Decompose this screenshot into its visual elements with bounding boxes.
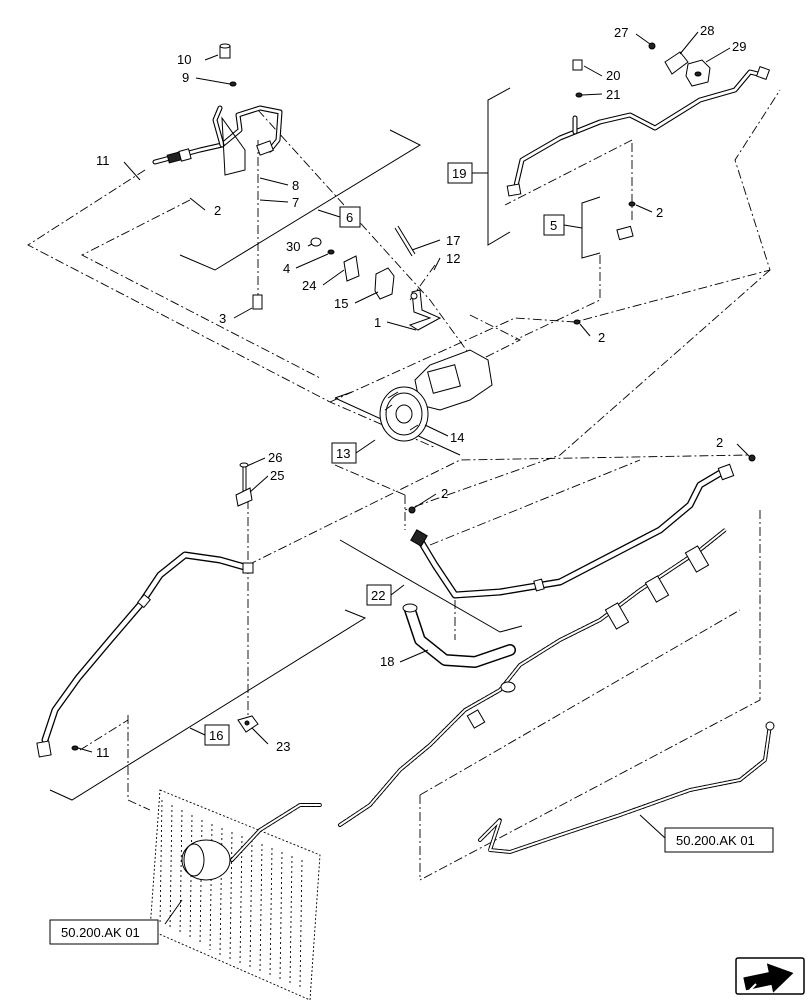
fitting-10	[219, 43, 231, 59]
callout-2: 2	[441, 486, 448, 501]
hose-18	[402, 603, 516, 668]
top-left-tube-assembly	[152, 105, 283, 176]
callout-11: 11	[96, 745, 110, 760]
callout-14: 14	[450, 430, 464, 445]
group-box-5: 5	[543, 214, 583, 236]
callout-2: 2	[716, 435, 723, 450]
callout-20: 20	[606, 68, 620, 83]
callout-12: 12	[446, 251, 460, 266]
svg-text:13: 13	[336, 446, 350, 461]
callout-1: 1	[374, 315, 381, 330]
callout-labels: 10 9 11 2 8 7 30 4 24 15 1 3 17 12 27 28…	[96, 23, 746, 760]
connection-lines	[27, 89, 781, 881]
svg-text:50.200.AK 01: 50.200.AK 01	[61, 925, 140, 940]
discharge-tube-16	[36, 551, 254, 758]
top-right-tube-assembly	[506, 42, 771, 197]
callout-17: 17	[446, 233, 460, 248]
group-box-6: 6	[317, 206, 361, 228]
callout-9: 9	[182, 70, 189, 85]
reference-box-right[interactable]: 50.200.AK 01	[664, 827, 774, 853]
callout-11: 11	[96, 153, 110, 168]
callout-18: 18	[380, 654, 394, 669]
callout-23: 23	[276, 739, 290, 754]
callout-21: 21	[606, 87, 620, 102]
svg-text:5: 5	[550, 218, 557, 233]
callout-10: 10	[177, 52, 191, 67]
callout-30: 30	[286, 239, 300, 254]
fitting-3	[252, 294, 263, 310]
callout-15: 15	[334, 296, 348, 311]
reference-hose-assembly-right	[338, 528, 775, 855]
callout-7: 7	[292, 195, 299, 210]
bracket-parts-30-4-24-15	[310, 225, 442, 331]
callout-3: 3	[219, 311, 226, 326]
oring-9	[229, 81, 237, 87]
group-boxes: 6 19 5 13 22 16	[189, 162, 583, 746]
callout-4: 4	[283, 261, 290, 276]
svg-text:22: 22	[371, 588, 385, 603]
callout-24: 24	[302, 278, 316, 293]
callout-2: 2	[598, 330, 605, 345]
group-box-22: 22	[366, 584, 405, 606]
callout-leaders	[77, 31, 751, 925]
callout-29: 29	[732, 39, 746, 54]
group-box-19: 19	[447, 162, 488, 184]
callout-26: 26	[268, 450, 282, 465]
callout-2: 2	[656, 205, 663, 220]
condenser-reference	[149, 789, 322, 1000]
callout-8: 8	[292, 178, 299, 193]
switch-5	[573, 201, 636, 325]
clamp-parts-26-25-23	[235, 462, 259, 733]
suction-hose-22	[408, 454, 756, 599]
group-box-13: 13	[331, 439, 376, 464]
svg-text:6: 6	[346, 210, 353, 225]
compressor-14	[379, 349, 493, 442]
callout-27: 27	[614, 25, 628, 40]
callout-2: 2	[214, 203, 221, 218]
callout-25: 25	[270, 468, 284, 483]
svg-text:16: 16	[209, 728, 223, 743]
svg-text:50.200.AK 01: 50.200.AK 01	[676, 833, 755, 848]
forward-arrow-icon[interactable]	[735, 957, 805, 998]
svg-text:19: 19	[452, 166, 466, 181]
callout-28: 28	[700, 23, 714, 38]
reference-box-left[interactable]: 50.200.AK 01	[49, 919, 159, 945]
group-box-16: 16	[189, 724, 230, 746]
